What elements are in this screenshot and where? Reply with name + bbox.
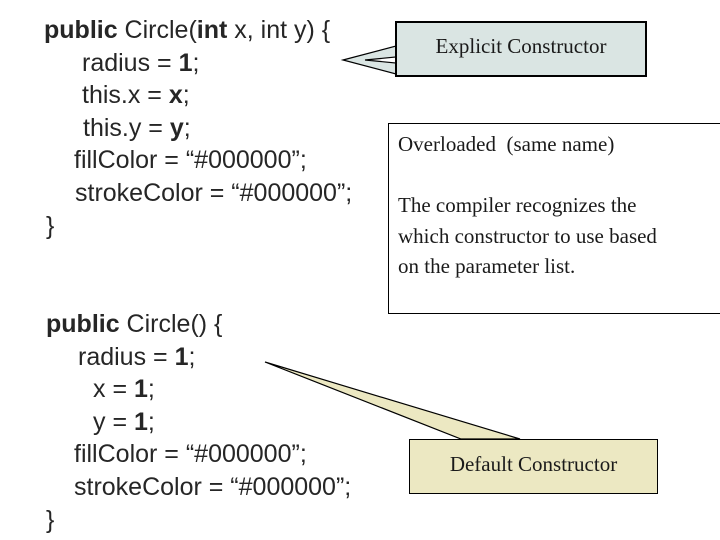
- explicit-constructor-callout-label: Explicit Constructor: [435, 34, 607, 58]
- code-line: fillColor = “#000000”;: [40, 438, 351, 471]
- overloaded-note-body-line: The compiler recognizes the: [398, 193, 637, 217]
- code-segment: y =: [93, 407, 134, 436]
- code-line: public Circle(int x, int y) {: [40, 14, 352, 47]
- code-line: strokeColor = “#000000”;: [40, 177, 352, 210]
- code-line: public Circle() {: [40, 308, 351, 341]
- code-segment: radius =: [82, 48, 179, 77]
- code-segment: x, int y) {: [227, 16, 331, 44]
- code-segment: strokeColor = “#000000”;: [74, 472, 352, 501]
- code-line: fillColor = “#000000”;: [40, 144, 352, 177]
- code-segment: Circle(: [117, 16, 197, 44]
- code-segment: 1: [178, 48, 193, 77]
- overloaded-note-body-line: on the parameter list.: [398, 254, 576, 278]
- overloaded-note-body-line: which constructor to use based: [398, 223, 657, 248]
- overloaded-note-box: Overloaded (same name) The compiler reco…: [388, 123, 720, 314]
- code-segment: public: [46, 310, 120, 338]
- code-segment: }: [46, 211, 55, 240]
- code-segment: radius =: [78, 342, 175, 371]
- code-line: strokeColor = “#000000”;: [40, 471, 351, 504]
- overloaded-note-title: Overloaded (same name): [398, 132, 615, 156]
- code-line: }: [40, 210, 352, 243]
- code-segment: }: [46, 505, 55, 534]
- code-segment: x =: [93, 375, 134, 404]
- default-constructor-callout: Default Constructor: [409, 439, 658, 494]
- code-segment: public: [44, 16, 118, 44]
- code-segment: fillColor = “#000000”;: [74, 440, 307, 469]
- code-segment: this.y =: [83, 113, 170, 142]
- code-line: this.y = y;: [40, 112, 352, 145]
- code-segment: ;: [192, 48, 200, 77]
- code-segment: y: [169, 113, 184, 142]
- code-line: radius = 1;: [40, 47, 352, 80]
- code-block-explicit-constructor: public Circle(int x, int y) {radius = 1;…: [40, 14, 352, 242]
- code-segment: 1: [174, 342, 189, 371]
- code-segment: x: [168, 81, 183, 110]
- explicit-constructor-callout: Explicit Constructor: [395, 21, 647, 77]
- code-block-default-constructor: public Circle() {radius = 1;x = 1;y = 1;…: [40, 308, 351, 536]
- code-segment: 1: [134, 375, 148, 404]
- default-constructor-callout-label: Default Constructor: [449, 452, 618, 476]
- code-line: this.x = x;: [40, 79, 352, 112]
- code-segment: this.x =: [82, 81, 169, 110]
- code-segment: fillColor = “#000000”;: [74, 146, 307, 175]
- code-segment: 1: [134, 407, 148, 436]
- code-segment: ;: [182, 81, 190, 110]
- code-segment: ;: [147, 407, 155, 436]
- overloaded-note-body: The compiler recognizes the which constr…: [398, 190, 720, 282]
- code-line: radius = 1;: [40, 341, 351, 374]
- code-segment: ;: [188, 342, 196, 371]
- code-segment: strokeColor = “#000000”;: [75, 178, 353, 207]
- code-segment: ;: [183, 113, 191, 142]
- code-line: y = 1;: [40, 406, 351, 439]
- code-line: }: [40, 504, 351, 537]
- code-line: x = 1;: [40, 373, 351, 406]
- code-segment: ;: [147, 375, 155, 404]
- code-segment: Circle() {: [119, 310, 223, 338]
- code-segment: int: [196, 16, 228, 44]
